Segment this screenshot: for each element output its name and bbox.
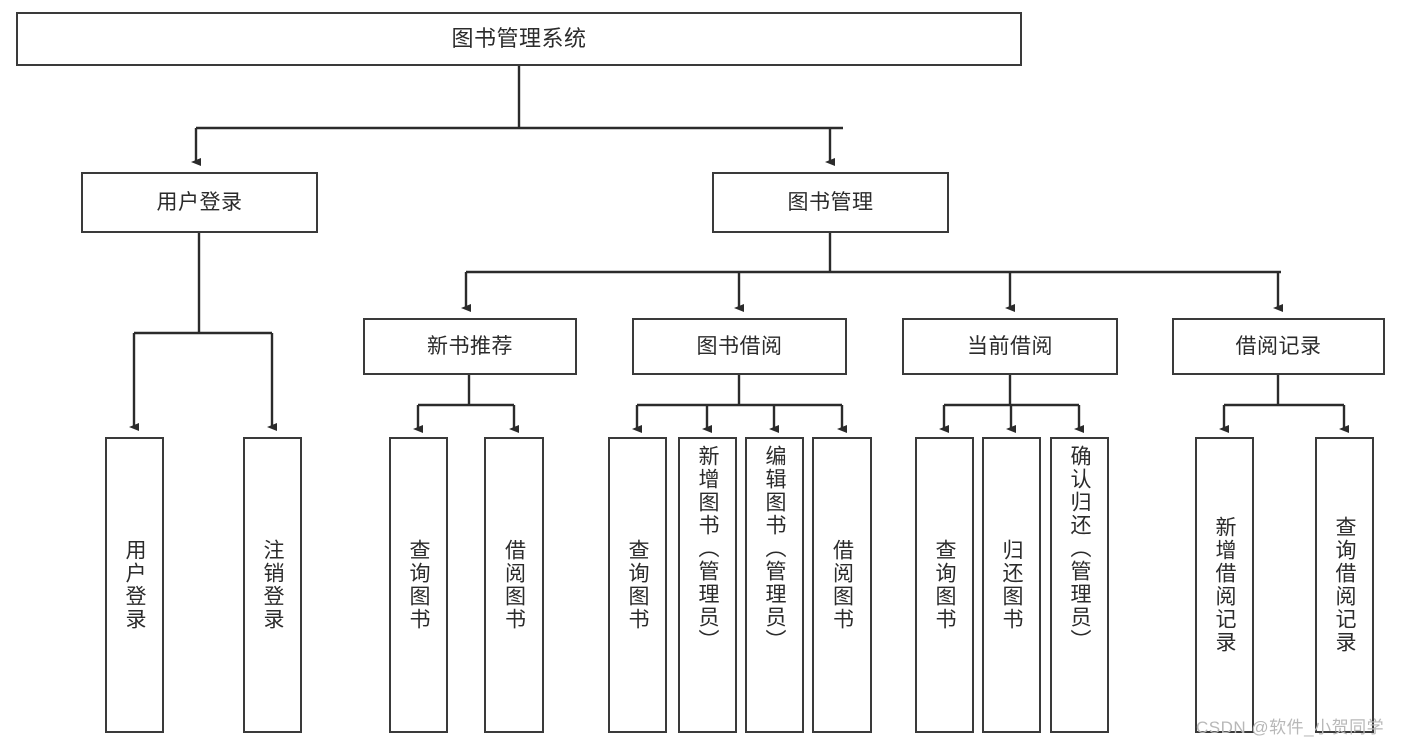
leaf-borrow-borrow-book[interactable]: 借阅图书 [812,437,872,733]
node-label: 查询图书 [933,539,956,631]
node-label: 查询图书 [407,539,430,631]
node-label: 借阅记录 [1235,334,1322,358]
node-label: 借阅图书 [502,539,526,631]
node-current-borrow[interactable]: 当前借阅 [902,318,1118,375]
leaf-user-login-logout[interactable]: 注销登录 [243,437,302,733]
node-label: 用户登录 [156,190,243,214]
leaf-borrow-add-book[interactable]: 新增图书（管理员） [678,437,737,733]
csdn-watermark: CSDN @软件_小贺同学 [1196,718,1385,737]
node-book-borrow[interactable]: 图书借阅 [632,318,847,375]
node-label: 借阅图书 [830,539,854,631]
leaf-records-add-record[interactable]: 新增借阅记录 [1195,437,1254,733]
node-label: 注销登录 [261,539,284,631]
leaf-current-return-book[interactable]: 归还图书 [982,437,1041,733]
leaf-borrow-edit-book[interactable]: 编辑图书（管理员） [745,437,804,733]
node-label: 当前借阅 [967,334,1053,358]
leaf-current-query-book[interactable]: 查询图书 [915,437,974,733]
node-new-book-recommend[interactable]: 新书推荐 [363,318,577,375]
node-label: 查询图书 [626,539,649,631]
leaf-recommend-borrow-book[interactable]: 借阅图书 [484,437,544,733]
leaf-current-confirm-return[interactable]: 确认归还（管理员） [1050,437,1109,733]
node-label: 编辑图书（管理员） [763,445,786,652]
node-label: 图书借阅 [696,334,783,358]
node-label: 新增图书（管理员） [696,445,719,652]
leaf-records-query-record[interactable]: 查询借阅记录 [1315,437,1374,733]
node-label: 归还图书 [1000,539,1023,631]
node-label: 新书推荐 [427,334,513,358]
node-book-management[interactable]: 图书管理 [712,172,949,233]
node-label: 用户登录 [123,539,146,631]
node-borrow-records[interactable]: 借阅记录 [1172,318,1385,375]
node-label: 新增借阅记录 [1213,516,1236,654]
node-label: 确认归还（管理员） [1068,445,1091,652]
node-label: 查询借阅记录 [1333,516,1356,654]
leaf-user-login-login[interactable]: 用户登录 [105,437,164,733]
node-label: 图书管理系统 [451,25,587,51]
node-root-system[interactable]: 图书管理系统 [16,12,1022,66]
leaf-borrow-query-book[interactable]: 查询图书 [608,437,667,733]
node-label: 图书管理 [787,190,874,214]
node-user-login[interactable]: 用户登录 [81,172,318,233]
leaf-recommend-query-book[interactable]: 查询图书 [389,437,448,733]
